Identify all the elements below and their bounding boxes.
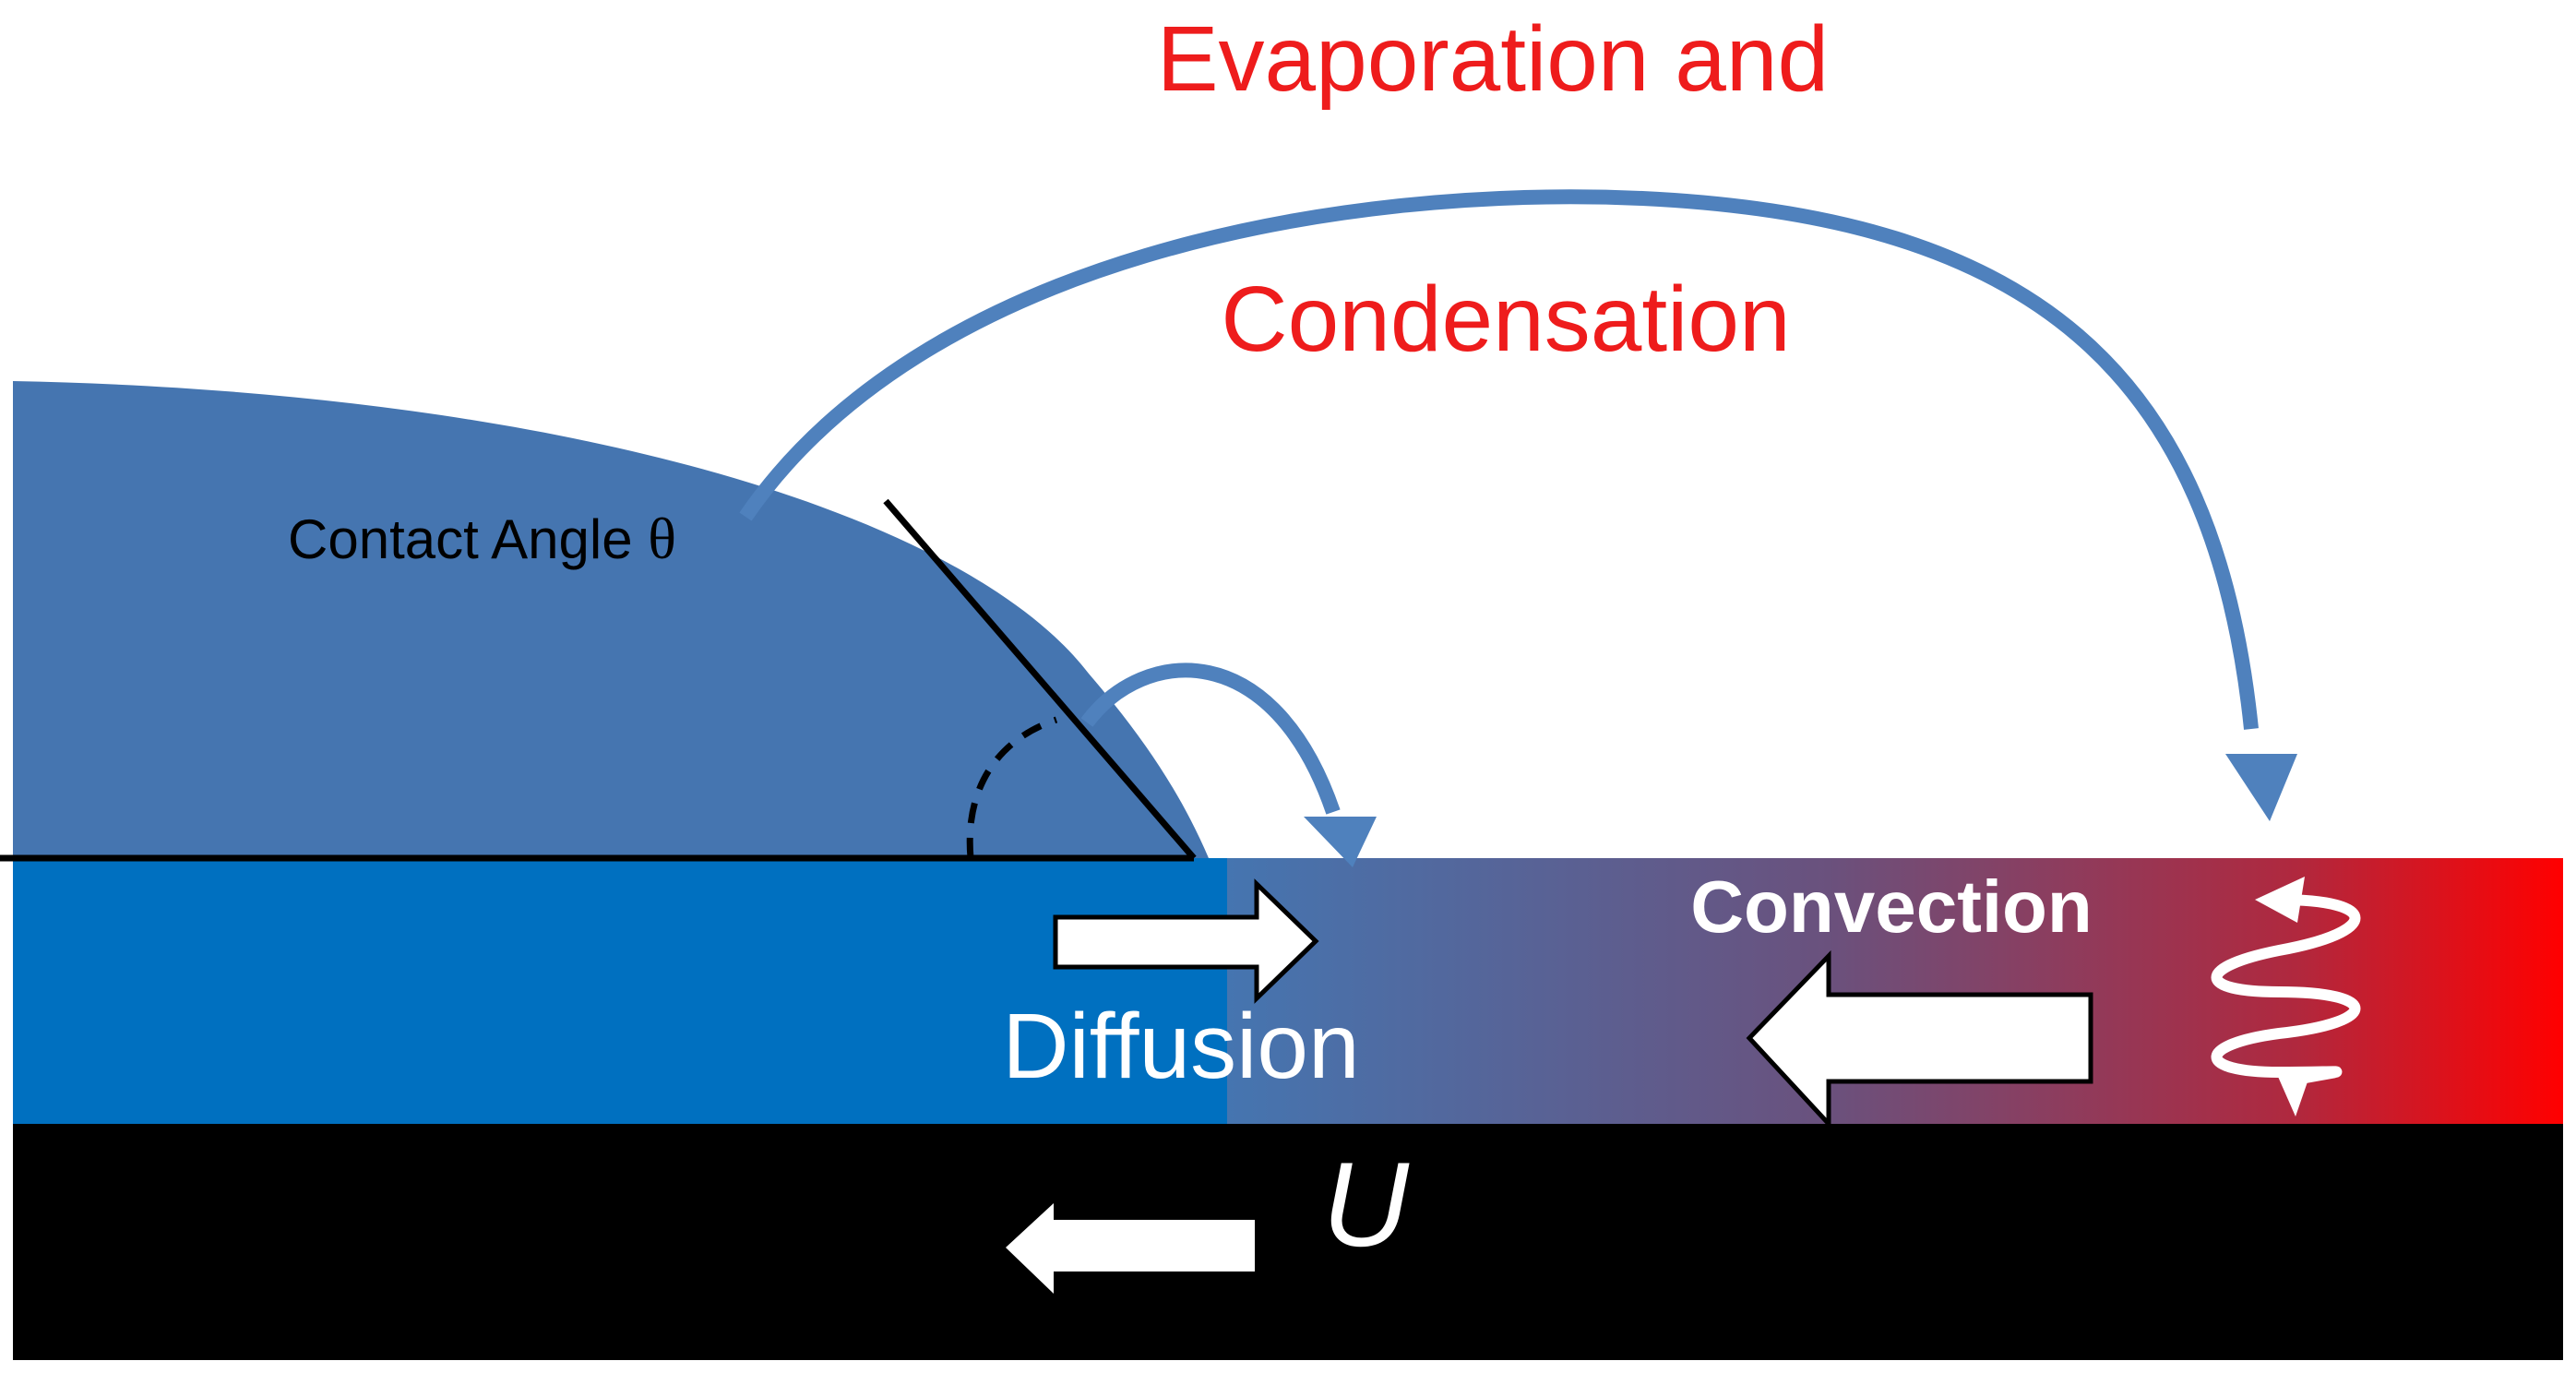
substrate-plate bbox=[13, 1124, 2563, 1360]
small-arc-arrow bbox=[1080, 663, 1341, 815]
droplet-shape bbox=[13, 381, 1209, 858]
convection-label: Convection bbox=[1690, 866, 2093, 948]
diffusion-arrow-icon bbox=[1053, 878, 1319, 1004]
title-line-2: Condensation bbox=[1221, 268, 1790, 371]
heat-wave-bottom-arrowhead bbox=[2275, 1069, 2312, 1116]
contact-angle-arc bbox=[966, 716, 1058, 859]
diffusion-label: Diffusion bbox=[1002, 995, 1359, 1098]
heat-wave-top-arrowhead bbox=[2255, 877, 2305, 923]
theta-symbol: θ bbox=[648, 506, 676, 571]
tangent-line bbox=[883, 498, 1197, 861]
convection-arrow-icon bbox=[1746, 949, 2093, 1130]
film-cool-region bbox=[13, 858, 1229, 1124]
velocity-arrow-icon bbox=[1006, 1203, 1255, 1294]
contact-angle-text: Contact Angle bbox=[288, 508, 648, 570]
evaporation-arc-arrow bbox=[739, 189, 2259, 730]
contact-angle-label: Contact Angle θ bbox=[288, 506, 676, 571]
small-arc-arrowhead bbox=[1304, 817, 1377, 867]
title-line-1: Evaporation and bbox=[1157, 7, 1829, 111]
velocity-label: U bbox=[1322, 1137, 1410, 1272]
evaporation-arc-arrowhead bbox=[2225, 754, 2297, 821]
